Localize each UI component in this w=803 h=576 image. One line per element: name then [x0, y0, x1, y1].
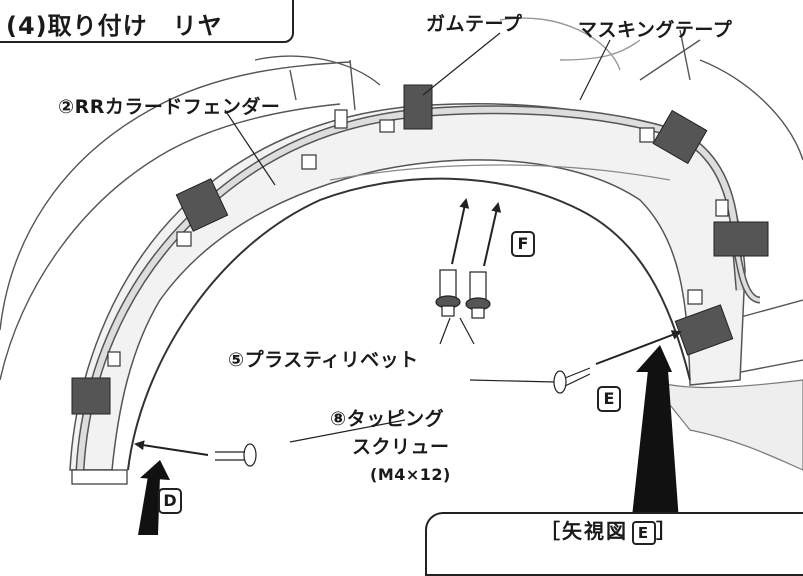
view-arrow-e	[630, 370, 680, 535]
fender-body	[69, 103, 746, 471]
marker-e: E	[597, 386, 621, 412]
leader-lines	[224, 32, 611, 443]
page-title: (4)取り付け リヤ	[6, 12, 223, 40]
install-arrows	[134, 198, 682, 456]
screws	[215, 367, 591, 467]
clips	[71, 109, 729, 485]
detail-letter: E	[632, 521, 656, 545]
detail-prefix: ［矢視図	[540, 519, 628, 543]
screw-size-label: (M4×12)	[370, 465, 451, 484]
screw-label-line2: スクリュー	[352, 436, 450, 458]
view-arrow-d	[138, 476, 160, 535]
masking-tape-label: マスキングテープ	[578, 19, 733, 41]
wheel-arch	[127, 177, 691, 471]
rivet-parts	[435, 269, 491, 319]
screw-label-line1: ⑧タッピング	[330, 408, 445, 430]
rivet-label: ⑤プラスティリベット	[228, 349, 419, 371]
detail-suffix: ］	[656, 519, 678, 543]
gum-tape-pieces	[71, 84, 769, 415]
panel-shading	[648, 378, 803, 471]
marker-f: F	[511, 231, 535, 257]
title-frame	[0, 0, 294, 43]
marker-d: D	[158, 488, 182, 514]
gum-tape-label: ガムテープ	[426, 13, 523, 35]
fender-label: ②RRカラードフェンダー	[58, 96, 281, 118]
fender-illustration	[0, 17, 803, 535]
